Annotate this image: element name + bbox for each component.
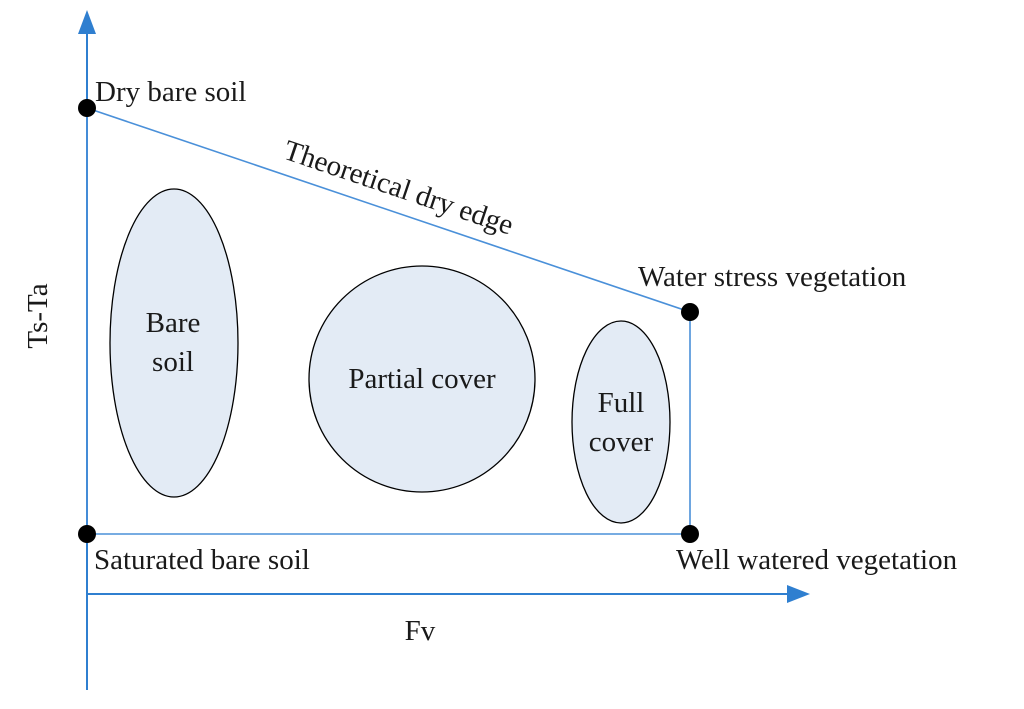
vertex-well-watered-vegetation (681, 525, 699, 543)
vertex-saturated-bare-soil (78, 525, 96, 543)
label-water-stress-vegetation: Water stress vegetation (638, 261, 907, 293)
label-saturated-bare-soil: Saturated bare soil (94, 544, 310, 576)
label-full-cover-line2: cover (589, 426, 654, 458)
vertex-dry-bare-soil (78, 99, 96, 117)
label-bare-soil-line2: soil (152, 346, 194, 378)
label-dry-bare-soil: Dry bare soil (95, 76, 246, 108)
y-axis-label: Ts-Ta (22, 283, 54, 348)
label-well-watered-vegetation: Well watered vegetation (676, 544, 958, 576)
x-axis-label: Fv (405, 615, 436, 647)
y-axis-arrow-icon (78, 10, 96, 34)
label-theoretical-dry-edge: Theoretical dry edge (280, 134, 518, 241)
label-full-cover-line1: Full (598, 387, 645, 419)
partial-cover-region (308, 265, 536, 493)
label-bare-soil-line1: Bare (146, 307, 201, 339)
label-partial-cover: Partial cover (348, 363, 496, 395)
full-cover-region (571, 320, 671, 524)
bare-soil-region (109, 188, 239, 498)
x-axis-arrow-icon (787, 585, 810, 603)
vertex-water-stress-vegetation (681, 303, 699, 321)
